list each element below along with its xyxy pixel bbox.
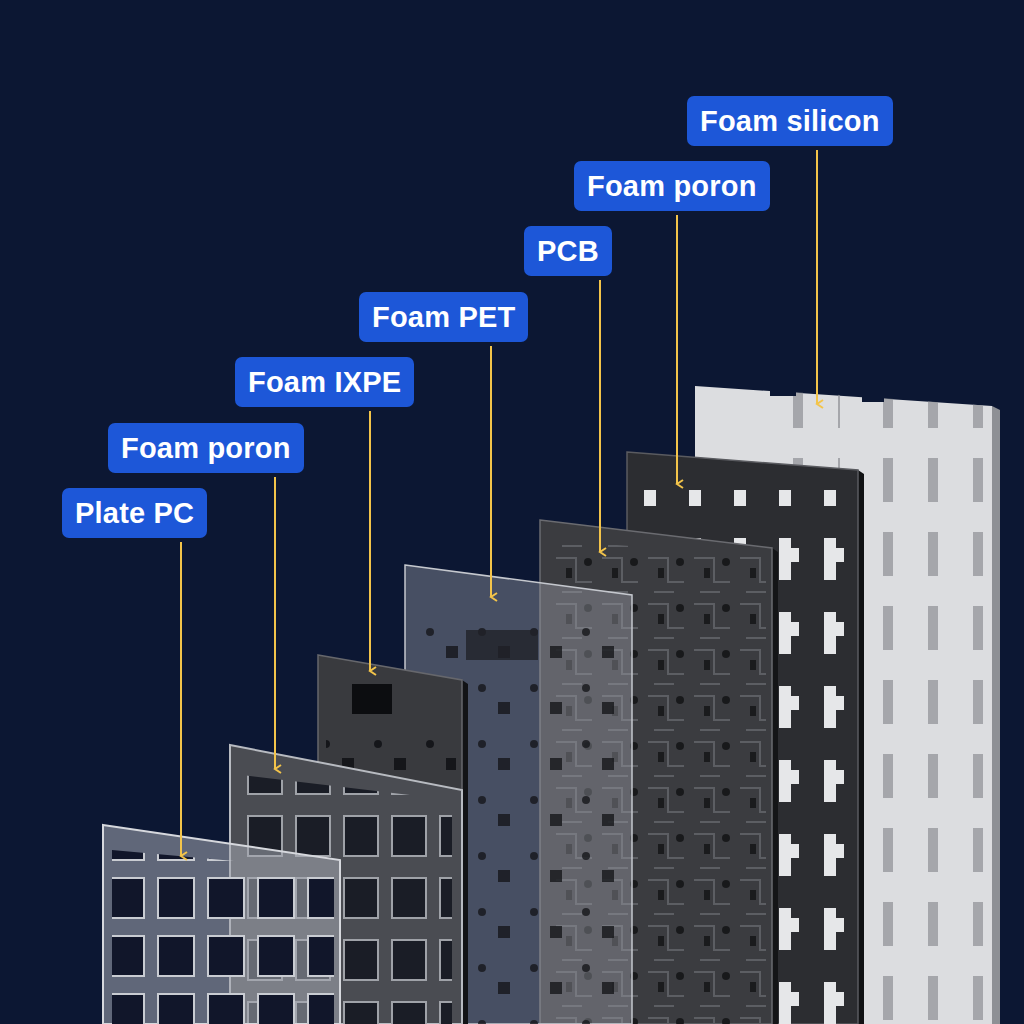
label-box: Foam poron bbox=[574, 161, 770, 211]
label-text: Foam IXPE bbox=[248, 365, 401, 399]
label-box: Foam PET bbox=[359, 292, 528, 342]
label-box: Foam poron bbox=[108, 423, 304, 473]
label-text: Foam silicon bbox=[700, 104, 880, 138]
label-text: Plate PC bbox=[75, 496, 194, 530]
plate-pc-layer bbox=[103, 825, 340, 1024]
label-text: Foam poron bbox=[587, 169, 757, 203]
label-text: PCB bbox=[537, 234, 599, 268]
label-text: Foam poron bbox=[121, 431, 291, 465]
label-box: Plate PC bbox=[62, 488, 207, 538]
label-box: PCB bbox=[524, 226, 612, 276]
label-box: Foam silicon bbox=[687, 96, 893, 146]
leader-lines bbox=[181, 150, 817, 856]
label-text: Foam PET bbox=[372, 300, 515, 334]
label-box: Foam IXPE bbox=[235, 357, 414, 407]
